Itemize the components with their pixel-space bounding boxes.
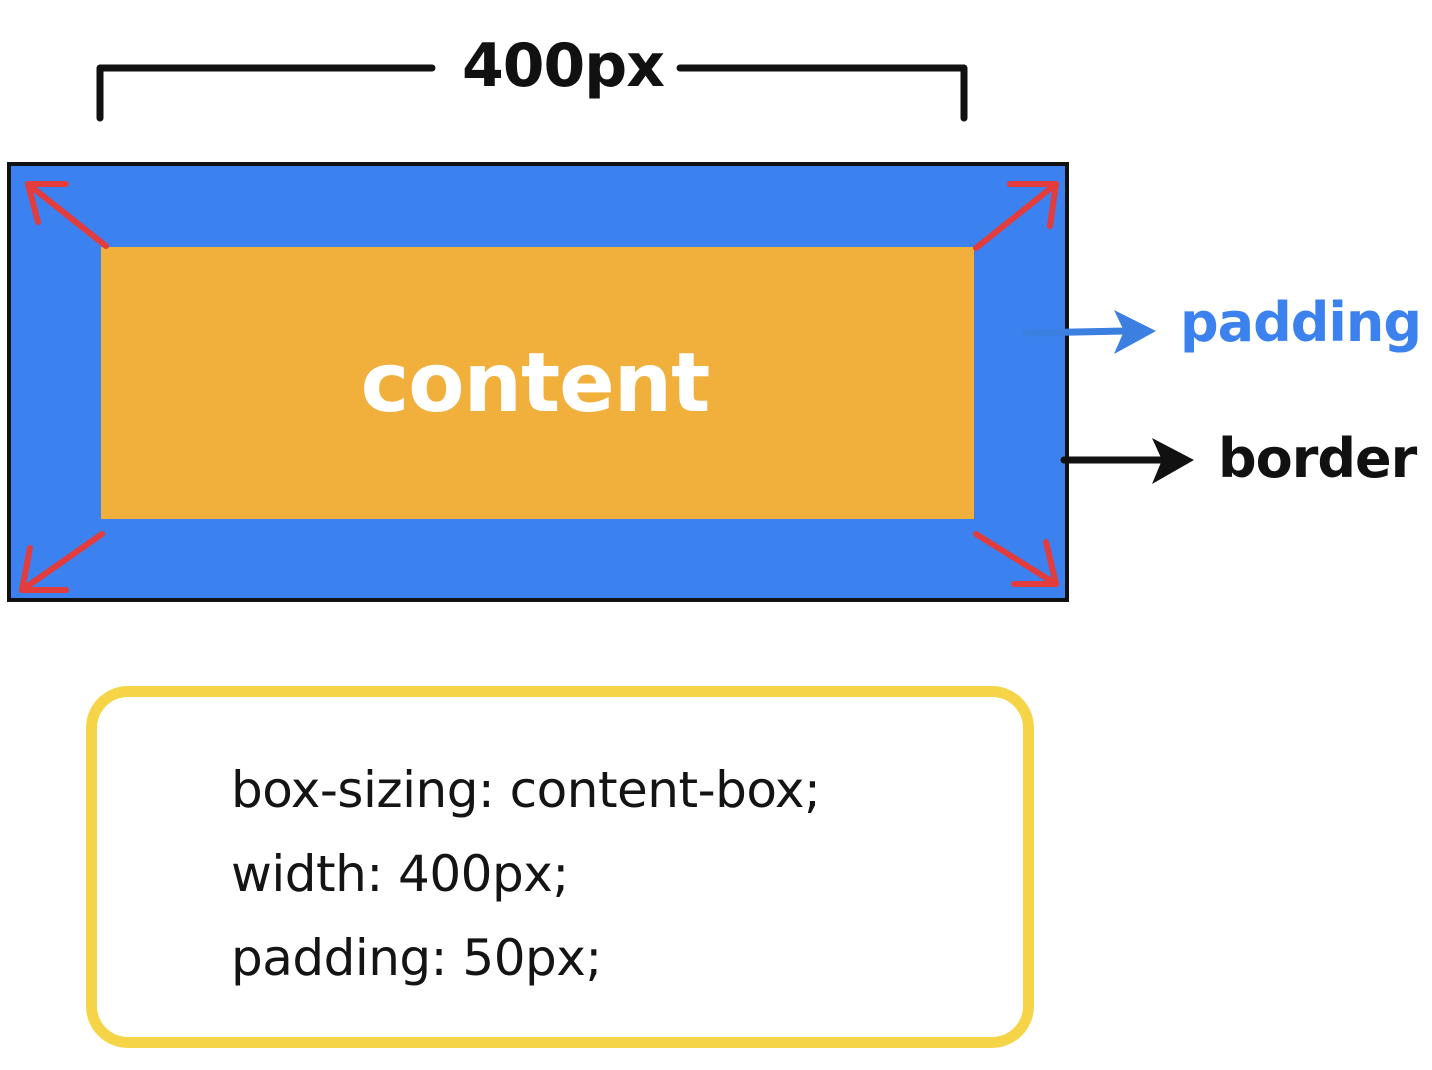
padding-pointer-arrow-icon — [1022, 310, 1156, 354]
padding-label: padding — [1180, 291, 1422, 354]
content-area — [101, 247, 974, 519]
arrow-top-left-icon — [25, 181, 109, 249]
arrow-top-right-icon — [973, 181, 1059, 251]
code-line-box-sizing: box-sizing: content-box; — [231, 761, 821, 819]
width-bracket — [96, 64, 968, 122]
code-line-width: width: 400px; — [231, 845, 569, 903]
code-line-padding: padding: 50px; — [231, 929, 602, 987]
content-label: content — [360, 336, 711, 431]
css-code-box: box-sizing: content-box; width: 400px; p… — [86, 686, 1034, 1048]
bracket-right-segment — [676, 64, 968, 122]
arrow-bottom-right-icon — [973, 531, 1059, 587]
bracket-left-segment — [96, 64, 436, 122]
border-pointer-arrow-icon — [1060, 438, 1194, 484]
resize-arrows — [19, 181, 1059, 593]
arrow-bottom-left-icon — [19, 531, 105, 593]
border-label: border — [1218, 427, 1417, 490]
width-dimension-label: 400px — [462, 31, 665, 101]
